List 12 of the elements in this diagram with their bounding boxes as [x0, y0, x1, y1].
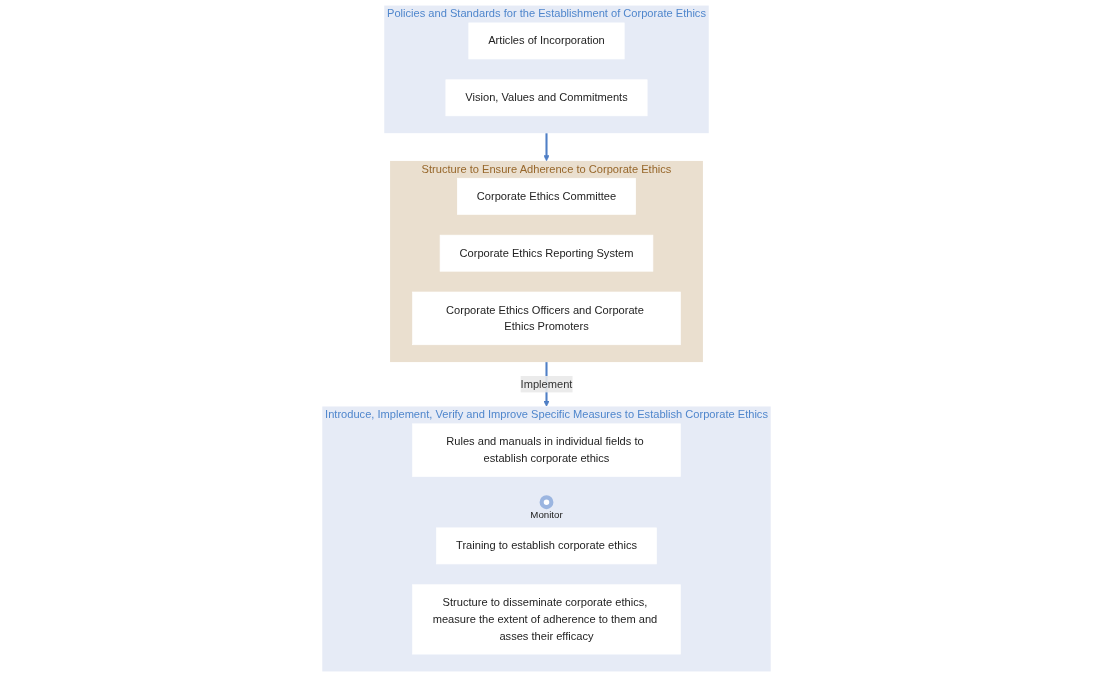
edge-label: Implement — [520, 378, 573, 390]
node-box: Corporate Ethics Committee — [457, 177, 636, 215]
node-box: Structure to disseminate corporate ethics, measure the extent of adherence to them and asses their efficacy — [412, 584, 681, 655]
node-circle — [539, 495, 554, 510]
node-box: Corporate Ethics Officers and Corporate Ethics Promoters — [412, 291, 681, 346]
node-box: Training to establish corporate ethics — [436, 527, 657, 565]
node-box: Rules and manuals in individual fields to establish corporate ethics — [412, 423, 681, 477]
node-box: Vision, Values and Commitments — [445, 79, 648, 117]
node-box: Corporate Ethics Reporting System — [439, 234, 654, 272]
node-box: Articles of Incorporation — [468, 22, 625, 60]
node-caption: Monitor — [530, 509, 563, 521]
arrow — [543, 133, 550, 162]
